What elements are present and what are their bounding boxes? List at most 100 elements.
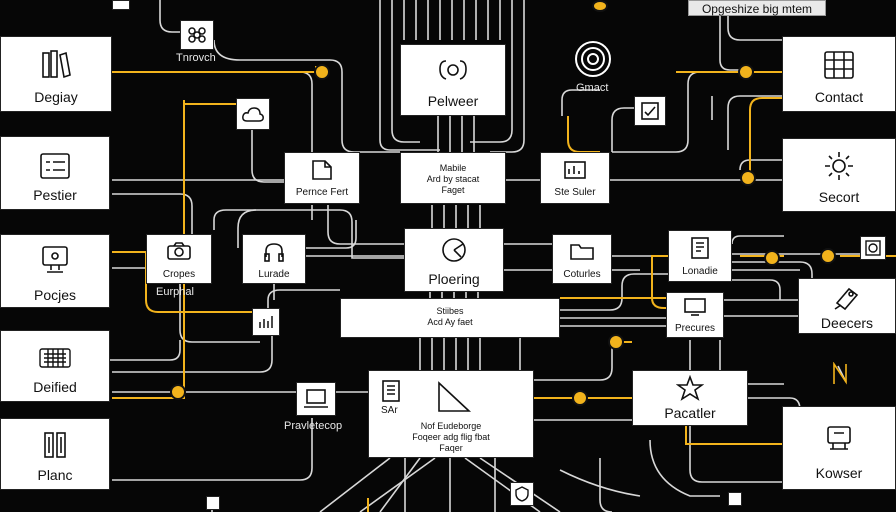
node-label: Degiay xyxy=(34,89,78,105)
file-icon xyxy=(312,160,332,180)
pie-icon xyxy=(442,238,466,262)
junction-node xyxy=(592,0,608,12)
node-label: Pestier xyxy=(33,187,77,203)
node-lurade[interactable]: Lurade xyxy=(242,234,306,284)
node-cotures[interactable]: Coturles xyxy=(552,234,612,284)
node-planc[interactable]: Planc xyxy=(0,418,110,490)
label-tnrovch: Tnrovch xyxy=(176,52,216,64)
target-icon xyxy=(575,41,611,77)
label-gmact: Gmact xyxy=(576,82,609,94)
node-stiibes[interactable]: Stiibes Acd Ay faet xyxy=(340,298,560,338)
check-icon xyxy=(641,102,659,120)
triangle-icon xyxy=(438,381,472,412)
junction-node xyxy=(738,64,754,80)
chart-tile[interactable] xyxy=(252,308,280,336)
gear-icon xyxy=(825,152,853,180)
shield-icon xyxy=(515,486,529,502)
node-pocjes[interactable]: Pocjes xyxy=(0,234,110,308)
monitor-tile[interactable] xyxy=(296,382,336,416)
corner-tile[interactable] xyxy=(112,0,130,10)
star-icon xyxy=(676,375,704,401)
node-secort[interactable]: Secort xyxy=(782,138,896,212)
node-label: Deecers xyxy=(820,315,874,331)
screen-icon xyxy=(684,298,706,316)
book-icon xyxy=(691,237,709,259)
flag-icon xyxy=(833,362,847,385)
cloud-icon xyxy=(242,107,264,122)
junction-node xyxy=(820,248,836,264)
node-pence-fert[interactable]: Pernce Fert xyxy=(284,152,360,204)
flower-tile[interactable] xyxy=(180,20,214,50)
small-tile[interactable] xyxy=(728,492,742,506)
node-label: Coturles xyxy=(563,269,601,280)
node-ste-suler[interactable]: Ste Suler xyxy=(540,152,610,204)
node-kowser[interactable]: Kowser xyxy=(782,406,896,490)
node-precures[interactable]: Precures xyxy=(666,292,724,338)
junction-node xyxy=(608,334,624,350)
clock-tile[interactable] xyxy=(860,236,886,260)
node-label: Pocjes xyxy=(33,287,77,303)
node-label: Lonadie xyxy=(682,266,718,277)
shield-tile[interactable] xyxy=(510,482,534,506)
node-pacatler[interactable]: Pacatler xyxy=(632,370,748,426)
square-tile[interactable] xyxy=(206,496,220,510)
bar-chart-icon xyxy=(259,316,273,328)
columns-icon xyxy=(44,432,66,458)
node-contact[interactable]: Contact xyxy=(782,36,896,112)
node-mabile[interactable]: Mabile Ard by stacat Faget xyxy=(400,152,506,204)
node-label: Kowser xyxy=(815,465,863,481)
node-label: Pacatler xyxy=(664,405,716,421)
node-loriadie[interactable]: Lonadie xyxy=(668,230,732,282)
robot-icon xyxy=(827,426,851,450)
node-label: Stiibes Acd Ay faet xyxy=(427,306,473,327)
node-label: Nof Eudeborge Foqeer adg flig fbat Faqer xyxy=(412,421,490,453)
document-icon xyxy=(382,380,400,402)
tag-icon xyxy=(834,287,859,311)
node-deecers[interactable]: Deecers xyxy=(798,278,896,334)
keyboard-icon xyxy=(39,348,71,368)
node-pelweer[interactable]: Pelweer xyxy=(400,44,506,116)
node-cropes[interactable]: Cropes xyxy=(146,234,212,284)
check-tile[interactable] xyxy=(634,96,666,126)
node-label: Mabile Ard by stacat Faget xyxy=(426,163,480,195)
label-praviecop: Pravletecop xyxy=(284,420,343,432)
brain-icon xyxy=(439,60,467,80)
node-label: Cropes xyxy=(162,269,196,280)
node-ploering[interactable]: Ploering xyxy=(404,228,504,292)
label-eurphal: Eurphal xyxy=(156,286,194,298)
list-icon xyxy=(40,153,70,179)
node-label: Precures xyxy=(674,323,715,334)
headphones-icon xyxy=(264,243,284,262)
node-label: Lurade xyxy=(258,269,290,280)
flower-icon xyxy=(188,27,206,43)
chart-icon xyxy=(564,161,586,179)
junction-node xyxy=(764,250,780,266)
node-label: Pernce Fert xyxy=(295,187,349,198)
junction-node xyxy=(170,384,186,400)
junction-node xyxy=(740,170,756,186)
junction-node xyxy=(572,390,588,406)
books-icon xyxy=(42,50,71,79)
node-label: Contact xyxy=(814,89,864,105)
node-degiay[interactable]: Degiay xyxy=(0,36,112,112)
node-label: Secort xyxy=(818,189,860,205)
header-tag[interactable]: Opgeshize big mtem xyxy=(688,0,826,16)
junction-node xyxy=(314,64,330,80)
node-label: Deified xyxy=(33,379,77,395)
laptop-icon xyxy=(304,389,328,408)
clock-icon xyxy=(865,240,881,256)
monitor-icon xyxy=(42,246,68,273)
node-sar-label: SAr xyxy=(381,405,398,416)
node-label: Planc xyxy=(37,467,73,483)
camera-icon xyxy=(167,242,191,260)
folder-icon xyxy=(570,244,594,260)
node-bottom-center[interactable]: SAr Nof Eudeborge Foqeer adg flig fbat F… xyxy=(368,370,534,458)
node-label: Ste Suler xyxy=(554,187,596,198)
node-label: Ploering xyxy=(428,271,480,287)
node-label: Pelweer xyxy=(427,93,479,109)
cloud-tile[interactable] xyxy=(236,98,270,130)
node-deified[interactable]: Deified xyxy=(0,330,110,402)
node-pestier[interactable]: Pestier xyxy=(0,136,110,210)
grid-icon xyxy=(824,51,854,79)
